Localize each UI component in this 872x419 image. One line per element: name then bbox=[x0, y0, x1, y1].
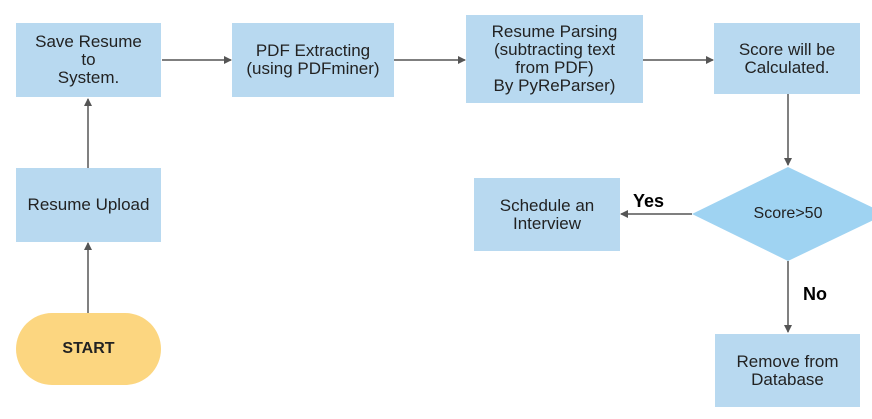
start-node-label: START bbox=[62, 340, 115, 357]
start-node: START bbox=[16, 313, 161, 385]
resume-parsing-box: Resume Parsing (subtracting text from PD… bbox=[466, 15, 643, 103]
pdf-extracting-box: PDF Extracting (using PDFminer) bbox=[232, 23, 394, 97]
resume-upload-box: Resume Upload bbox=[16, 168, 161, 242]
score-calculated-label: Score will be Calculated. bbox=[738, 39, 836, 77]
score-calculated-box: Score will be Calculated. bbox=[714, 23, 860, 94]
remove-database-box: Remove from Database bbox=[715, 334, 860, 407]
save-resume-label: Save Resume to System. bbox=[35, 32, 142, 87]
decision-label: Score>50 bbox=[753, 205, 823, 222]
pdf-extracting-label: PDF Extracting (using PDFminer) bbox=[246, 41, 380, 78]
remove-database-label: Remove from Database bbox=[736, 351, 839, 389]
schedule-interview-box: Schedule an Interview bbox=[474, 178, 620, 251]
resume-upload-label: Resume Upload bbox=[27, 195, 150, 214]
edge-label-yes: Yes bbox=[633, 191, 665, 211]
save-resume-box: Save Resume to System. bbox=[16, 23, 161, 97]
edge-label-no: No bbox=[803, 284, 827, 304]
decision-diamond bbox=[692, 167, 872, 261]
schedule-interview-label: Schedule an Interview bbox=[499, 195, 595, 233]
resume-parsing-label: Resume Parsing (subtracting text from PD… bbox=[491, 22, 618, 95]
